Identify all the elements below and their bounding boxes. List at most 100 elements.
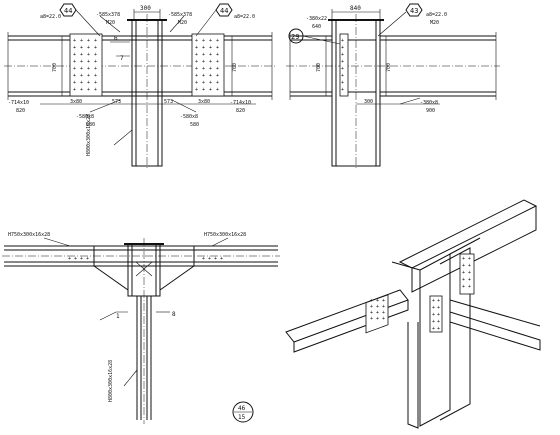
bolt-mark: +: [87, 52, 90, 58]
detail-c-column-label: H800x300x16x28: [108, 360, 114, 402]
bolt-mark: +: [202, 38, 205, 44]
bolt-mark: +: [73, 52, 76, 58]
bolt-mark: +: [195, 87, 198, 93]
bolt-mark: +: [216, 59, 219, 65]
detail-a-mark-7: 7: [120, 55, 124, 62]
bolt-mark: +: [341, 80, 344, 86]
bolt-mark: +: [437, 312, 440, 318]
bolt-mark: +: [468, 270, 471, 276]
detail-a-plate-note-left-sub: M20: [106, 20, 115, 26]
detail-a-column-label: H800x300x16x28: [86, 114, 92, 156]
detail-a-plate-note-right-sub: M20: [178, 20, 187, 26]
detail-a-stiff-note-right-sub: 580: [190, 122, 199, 128]
bolt-mark: +: [341, 45, 344, 51]
bolt-mark: +: [195, 80, 198, 86]
bolt-mark: +: [80, 80, 83, 86]
bolt-mark: +: [87, 59, 90, 65]
detail-a-bottom-note-right: -714x10: [230, 100, 251, 106]
bolt-mark: +: [80, 59, 83, 65]
bolt-mark: +: [370, 304, 373, 310]
detail-a-bottom-dims-left: 3x80: [70, 99, 82, 105]
bolt-mark: +: [370, 298, 373, 304]
bolt-mark: +: [382, 298, 385, 304]
bolt-mark: +: [87, 38, 90, 44]
bolt-mark: +: [86, 256, 89, 262]
bolt-mark: +: [220, 256, 223, 262]
bolt-mark: +: [209, 38, 212, 44]
detail-b-weld: a8=22.0: [426, 12, 447, 18]
bolt-mark: +: [94, 45, 97, 51]
bolt-mark: +: [341, 73, 344, 79]
detail-a-plate-note-right: -585x378: [168, 12, 192, 18]
bolt-mark: +: [202, 45, 205, 51]
bolt-mark: +: [209, 87, 212, 93]
bolt-mark: +: [195, 66, 198, 72]
bolt-mark: +: [94, 73, 97, 79]
bolt-mark: +: [209, 73, 212, 79]
bolt-mark: +: [195, 45, 198, 51]
detail-a-stiff-note-left: -580x8: [76, 114, 94, 120]
detail-b-bottom-note-sub: 900: [426, 108, 435, 114]
bolt-mark: +: [209, 80, 212, 86]
bolt-mark: +: [87, 45, 90, 51]
bolt-mark: +: [94, 87, 97, 93]
detail-a-top-dim: 300: [140, 5, 151, 12]
bolt-mark: +: [341, 52, 344, 58]
detail-d-isometric: [285, 199, 541, 429]
detail-a-bottom-note-right-sub: 820: [236, 108, 245, 114]
bolt-mark: +: [80, 87, 83, 93]
bolt-mark: +: [468, 284, 471, 290]
bolt-mark: +: [202, 80, 205, 86]
bolt-mark: +: [382, 316, 385, 322]
bolt-mark: +: [202, 73, 205, 79]
bolt-mark: +: [370, 310, 373, 316]
bolt-mark: +: [432, 305, 435, 311]
detail-b-plate-note-sub: 640: [312, 24, 321, 30]
detail-b-bubble-right: 43: [410, 7, 418, 15]
bolt-mark: +: [208, 256, 211, 262]
detail-c-mark-1: 1: [116, 313, 120, 320]
bolt-mark: +: [462, 263, 465, 269]
bolt-mark: +: [341, 66, 344, 72]
detail-a-stiff-note-left-sub: 580: [86, 122, 95, 128]
detail-a-elevation: 300 44 44 a8=22.0 -585x378 M20 -585x378 …: [4, 3, 276, 170]
bolt-mark: +: [437, 319, 440, 325]
detail-c-plan: H750x300x16x28 H750x300x16x28 1 8 H800x3…: [2, 232, 280, 424]
detail-b-section: 840 29 43 -380x22 640 a8=22.0 M20 700 70…: [286, 3, 500, 170]
bolt-mark: +: [73, 66, 76, 72]
bolt-mark: +: [376, 310, 379, 316]
detail-b-weld-sub: M20: [430, 20, 439, 26]
sheet-ref-top: 46: [238, 405, 246, 412]
bolt-mark: +: [432, 326, 435, 332]
bolt-mark: +: [216, 52, 219, 58]
detail-b-bottom-dim: 300: [364, 99, 373, 105]
detail-d-bolt-group-b: ++++++++++: [432, 298, 440, 332]
bolt-mark: +: [214, 256, 217, 262]
bolt-mark: +: [216, 38, 219, 44]
bolt-mark: +: [87, 80, 90, 86]
bolt-mark: +: [73, 45, 76, 51]
bolt-mark: +: [209, 45, 212, 51]
bolt-mark: +: [341, 38, 344, 44]
bolt-mark: +: [202, 87, 205, 93]
bolt-mark: +: [94, 59, 97, 65]
bolt-mark: +: [216, 87, 219, 93]
bolt-mark: +: [370, 316, 373, 322]
bolt-mark: +: [432, 312, 435, 318]
sheet-ref-bottom: 15: [238, 414, 246, 421]
detail-a-bottom-note-left-sub: 820: [16, 108, 25, 114]
bolt-mark: +: [94, 80, 97, 86]
detail-a-bottom-dims-right: 3x80: [198, 99, 210, 105]
detail-a-bottom-dims-mid-right: 573: [164, 99, 173, 105]
bolt-mark: +: [437, 298, 440, 304]
bolt-mark: +: [216, 80, 219, 86]
bolt-mark: +: [87, 73, 90, 79]
bolt-mark: +: [437, 326, 440, 332]
detail-c-right-bolt-group: ++++: [202, 256, 223, 262]
bolt-mark: +: [195, 38, 198, 44]
bolt-mark: +: [73, 87, 76, 93]
bolt-mark: +: [209, 66, 212, 72]
bolt-mark: +: [195, 73, 198, 79]
bolt-mark: +: [209, 59, 212, 65]
